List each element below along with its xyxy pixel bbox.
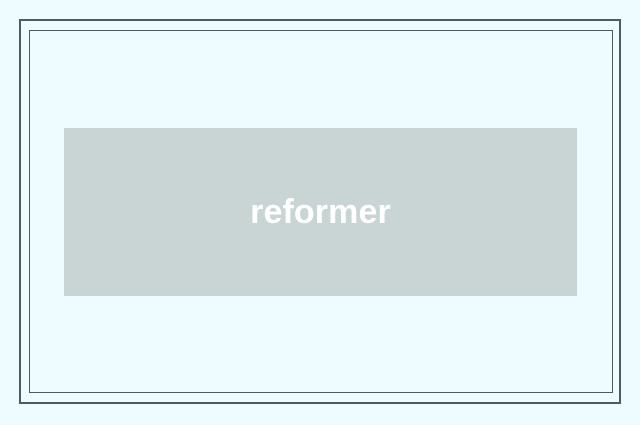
inner-frame-border [29,30,613,393]
image-placeholder-block: reformer [64,128,577,296]
image-placeholder-label: reformer [250,193,391,231]
outer-frame-border [19,19,621,404]
